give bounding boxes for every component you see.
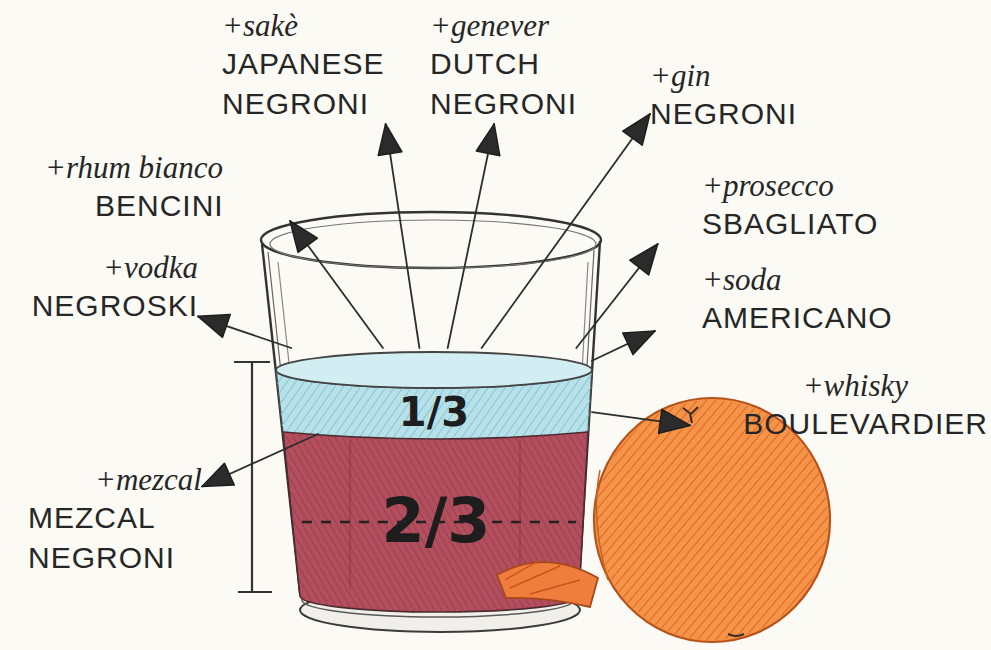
glass-rim: [261, 212, 601, 268]
arrow-head: [198, 315, 230, 338]
arrow-line: [448, 124, 494, 348]
orange-shade-line: [596, 470, 608, 580]
liquid-band: 1/3: [276, 348, 592, 434]
cocktail-name: JAPANESE NEGRONI: [222, 44, 412, 124]
pointer-arrow: [448, 124, 500, 348]
pointer-arrow: [576, 244, 657, 348]
ratio-text: 2/3: [283, 488, 589, 554]
cocktail-name: NEGROSKI: [8, 286, 198, 326]
arrow-line: [198, 316, 291, 348]
arrow-head: [659, 410, 690, 434]
cocktail-name: DUTCH NEGRONI: [430, 44, 605, 124]
ingredient-text: +prosecco: [655, 168, 905, 204]
ingredient-text: +vodka: [8, 250, 198, 286]
liquid-band: 2/3: [283, 432, 589, 604]
ingredient-text: +mezcal: [22, 462, 202, 498]
ingredient-text: +genever: [430, 8, 605, 44]
arrow-head: [630, 244, 658, 275]
arrow-line: [290, 221, 383, 348]
variant-label: +sakèJAPANESE NEGRONI: [222, 8, 412, 124]
two-thirds-dashed-line: [302, 521, 576, 524]
pointer-arrow: [592, 410, 690, 434]
pointer-arrow: [290, 221, 383, 348]
variant-label: +proseccoSBAGLIATO: [655, 168, 905, 244]
arrow-line: [482, 114, 650, 348]
variant-label: +vodkaNEGROSKI: [8, 250, 198, 326]
ratio-text: 1/3: [276, 390, 592, 434]
liquid-surface: [276, 352, 592, 388]
orange-stem-mark: [683, 407, 698, 423]
variant-label: +geneverDUTCH NEGRONI: [430, 8, 605, 124]
arrow-head: [476, 124, 499, 156]
glass-sketch-line: [350, 440, 520, 596]
ingredient-text: +gin: [650, 58, 825, 94]
cocktail-name: MEZCAL NEGRONI: [22, 498, 202, 578]
variant-label: +ginNEGRONI: [650, 58, 825, 134]
pointer-arrow: [378, 124, 419, 348]
red-layer-hatching: [283, 432, 588, 612]
cocktail-name: BOULEVARDIER: [690, 404, 988, 444]
measure-bracket: [234, 362, 272, 592]
cocktail-name: SBAGLIATO: [655, 204, 905, 244]
red-layer: [283, 432, 588, 612]
pointer-arrow: [482, 114, 650, 348]
arrow-line: [592, 331, 655, 361]
ingredient-text: +whisky: [690, 368, 988, 404]
ingredient-text: +soda: [655, 262, 925, 298]
pointer-arrow: [202, 434, 318, 486]
cocktail-name: BENCINI: [45, 186, 290, 226]
orange-navel-mark: [728, 634, 744, 636]
arrow-line: [576, 244, 657, 348]
arrow-head: [290, 221, 317, 252]
ingredient-text: +sakè: [222, 8, 412, 44]
orange-slice-segment: [505, 560, 580, 594]
arrow-head: [623, 114, 650, 145]
variant-label: +rhum biancoBENCINI: [45, 150, 290, 226]
arrow-line: [592, 412, 690, 425]
pointer-arrow: [198, 315, 291, 348]
arrow-line: [202, 434, 318, 486]
arrow-head: [378, 124, 402, 155]
variant-label: +sodaAMERICANO: [655, 262, 925, 338]
orange-slice: [497, 562, 598, 607]
ingredient-text: +rhum bianco: [45, 150, 290, 186]
arrow-head: [623, 331, 655, 355]
cocktail-name: NEGRONI: [650, 94, 825, 134]
arrow-line: [386, 124, 420, 348]
pointer-arrow: [592, 331, 655, 361]
glass-rim-sketch: [270, 220, 596, 268]
cocktail-name: AMERICANO: [655, 298, 925, 338]
arrow-head: [202, 463, 234, 486]
variant-label: +whiskyBOULEVARDIER: [690, 368, 988, 444]
variant-label: +mezcalMEZCAL NEGRONI: [22, 462, 202, 578]
